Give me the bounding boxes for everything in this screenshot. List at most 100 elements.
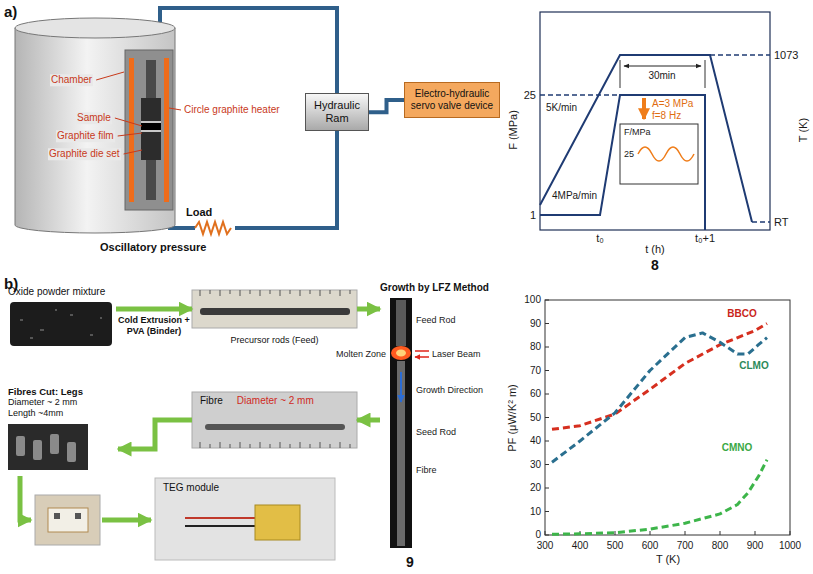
leader-line xyxy=(169,108,181,110)
photo-caption: TEG module xyxy=(161,482,221,494)
part-label: Chamber xyxy=(50,74,93,86)
sintering-profile-chart xyxy=(540,94,620,96)
part-label: Load xyxy=(186,206,212,219)
precursor-rods-photo xyxy=(200,308,350,315)
part-label: Laser Beam xyxy=(432,349,481,359)
teg-module-photo xyxy=(155,478,335,560)
photo-panel: Fibre Diameter ~ 2 mm xyxy=(192,392,357,448)
photo-caption: Oxide powder mixture xyxy=(8,286,116,298)
chamber-cylinder xyxy=(141,123,161,130)
sintering-profile-chart xyxy=(540,55,752,222)
tick-label: 600 xyxy=(642,540,659,552)
servo-valve-box: Electro-hydraulic servo valve device xyxy=(404,82,500,118)
photo-caption: Fibres Cut: Legs xyxy=(8,386,118,397)
power-factor-chart xyxy=(552,460,767,535)
teg-module-photo xyxy=(185,525,255,527)
fibre-photo xyxy=(192,392,357,448)
axis-label: 1073 xyxy=(774,49,798,62)
tick-label: 400 xyxy=(572,540,589,552)
process-arrow xyxy=(357,307,380,312)
lfz-growth-photo xyxy=(391,346,411,360)
photo-panel: Oxide powder mixture xyxy=(8,286,116,346)
power-factor-chart xyxy=(545,300,790,535)
power-factor-chart xyxy=(552,324,767,430)
box-label: Electro-hydraulic servo valve device xyxy=(410,88,494,112)
chamber-cylinder xyxy=(141,98,161,160)
photo-caption: Fibre xyxy=(198,395,225,407)
pressure-line xyxy=(369,100,404,112)
axis-label: T (K) xyxy=(797,118,810,142)
figure-number: 8 xyxy=(651,257,659,273)
powder-photo xyxy=(10,302,112,346)
tick-label: 500 xyxy=(607,540,624,552)
part-label: Circle graphite heater xyxy=(184,104,280,116)
panel-letter: a) xyxy=(4,3,17,20)
axis-label: RT xyxy=(774,216,788,229)
leader-line xyxy=(115,118,142,126)
teg-module-photo xyxy=(155,478,335,560)
panel-letter: b) xyxy=(4,275,18,292)
sintering-profile-chart xyxy=(540,95,705,230)
chamber-cylinder xyxy=(129,58,134,202)
tick-label: 4MPa/min xyxy=(552,190,597,202)
photo-caption: Length ~4mm xyxy=(8,408,118,419)
lfz-growth-photo xyxy=(396,300,406,346)
part-label: Oscillatory pressure xyxy=(100,241,206,254)
fibre-legs-photo xyxy=(16,436,25,456)
powder-photo xyxy=(10,302,112,346)
tick-label: 300 xyxy=(537,540,554,552)
lfz-growth-photo xyxy=(396,350,406,357)
parameter-label: A=3 MPa xyxy=(652,98,693,110)
axis-label: F (MPa) xyxy=(507,110,520,150)
sintering-profile-chart xyxy=(620,60,705,88)
fibre-photo xyxy=(205,424,345,430)
photo-panel: Fibres Cut: LegsDiameter ~ 2 mmLength ~4… xyxy=(8,386,118,472)
lfz-growth-photo xyxy=(400,372,402,402)
module-assembly-photo xyxy=(35,495,100,545)
power-factor-chart xyxy=(545,300,790,535)
parameter-label: f=8 Hz xyxy=(652,110,681,122)
fibre-legs-photo xyxy=(33,440,42,460)
axis-label: PF (μW/K² m) xyxy=(506,384,519,451)
part-label: Feed Rod xyxy=(416,315,456,325)
fibre-photo xyxy=(192,392,357,448)
sintering-profile-chart xyxy=(620,124,698,184)
precursor-rods-photo xyxy=(200,290,350,296)
photo-panel: Precursor rods (Feed) xyxy=(192,290,357,346)
tick-label: 80 xyxy=(530,341,541,353)
press-loop xyxy=(195,222,231,234)
photo-caption: Diameter ~ 2 mm xyxy=(235,395,316,407)
part-label: Sample xyxy=(76,112,112,124)
tick-label: 50 xyxy=(530,412,541,424)
part-label: Graphite film xyxy=(56,130,115,142)
chamber-cylinder xyxy=(141,130,161,132)
process-arrow xyxy=(102,518,151,523)
teg-module-photo xyxy=(255,505,300,540)
process-arrow xyxy=(118,420,192,449)
sintering-profile-chart xyxy=(540,12,770,230)
tick-label: 30 xyxy=(530,459,541,471)
teg-module-photo xyxy=(185,517,255,519)
chamber-cylinder xyxy=(15,18,175,38)
chamber-cylinder xyxy=(141,121,161,123)
series-label: CLMO xyxy=(739,360,768,372)
figure-number: 9 xyxy=(406,554,414,570)
lfz-growth-photo xyxy=(415,351,429,357)
chamber-cylinder xyxy=(15,28,175,233)
photo-caption: Diameter ~ 2 mm xyxy=(8,397,118,408)
tick-label: 30min xyxy=(648,70,675,82)
lfz-growth-photo xyxy=(390,298,429,548)
leader-line xyxy=(124,150,142,154)
axis-label: T (K) xyxy=(656,553,680,566)
chamber-cylinder xyxy=(125,50,173,210)
photo-panel: TEG module xyxy=(155,478,335,560)
precursor-rods-photo xyxy=(192,290,357,328)
fibre-photo xyxy=(200,442,350,448)
tick-label: 70 xyxy=(530,365,541,377)
part-label: Growth Direction xyxy=(416,385,483,395)
series-label: BBCO xyxy=(727,308,756,320)
part-label: Molten Zone xyxy=(336,349,386,359)
fibre-legs-photo xyxy=(50,434,59,454)
photo-caption: Growth by LFZ Method xyxy=(380,282,498,294)
